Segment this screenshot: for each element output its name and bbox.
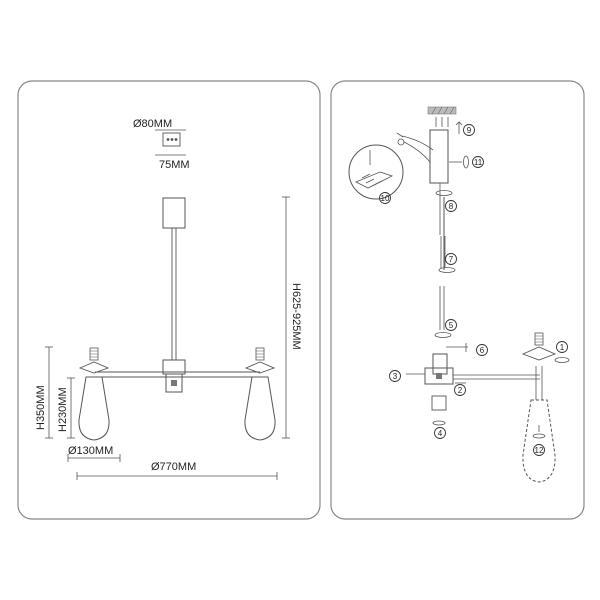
callout-12: 12 [533, 444, 545, 456]
canopy [162, 197, 186, 229]
svg-text:10: 10 [381, 194, 390, 203]
left-lamp [78, 347, 110, 441]
svg-text:5: 5 [449, 321, 454, 330]
shade-right [522, 399, 556, 483]
callout-10: 10 [379, 192, 391, 204]
callout-11: 11 [449, 155, 484, 169]
total-height-label: H625-925MM [290, 283, 302, 350]
svg-text:9: 9 [467, 126, 472, 135]
callout-9: 9 [463, 124, 475, 136]
callout-3: 3 [389, 370, 401, 382]
shade-diameter-label: Ø130MM [68, 445, 113, 457]
callout-4: 4 [434, 427, 446, 439]
svg-text:3: 3 [393, 372, 398, 381]
svg-text:12: 12 [535, 446, 544, 455]
canopy-inner-label: 75MM [159, 159, 190, 171]
left-panel-frame [17, 80, 321, 520]
svg-text:11: 11 [474, 158, 483, 167]
canopy-diameter-label: Ø80MM [133, 118, 172, 130]
left-panel: Ø80MM 75MM [35, 118, 302, 480]
overall-width-label: Ø770MM [151, 461, 196, 473]
shade-total-height-label: H350MM [35, 385, 47, 430]
callout-1: 1 [554, 341, 570, 363]
svg-text:6: 6 [480, 346, 485, 355]
svg-text:1: 1 [560, 343, 565, 352]
right-panel-frame [330, 80, 585, 520]
callout-8: 8 [445, 200, 457, 212]
hub-right [432, 353, 448, 375]
right-panel: 1 2 3 4 5 6 7 8 [348, 106, 570, 483]
canopy-detail: Ø80MM 75MM [133, 118, 190, 171]
callout-5: 5 [445, 319, 457, 331]
callout-2: 2 [454, 384, 466, 396]
callout-6: 6 [476, 344, 488, 356]
shade-height-label: H230MM [57, 387, 69, 432]
canopy-right [429, 129, 449, 184]
wiring-detail [348, 144, 404, 200]
svg-text:8: 8 [449, 202, 454, 211]
callout-7: 7 [445, 253, 457, 265]
right-lamp [244, 347, 276, 441]
svg-text:2: 2 [458, 386, 463, 395]
svg-text:7: 7 [449, 255, 454, 264]
svg-text:4: 4 [438, 429, 443, 438]
